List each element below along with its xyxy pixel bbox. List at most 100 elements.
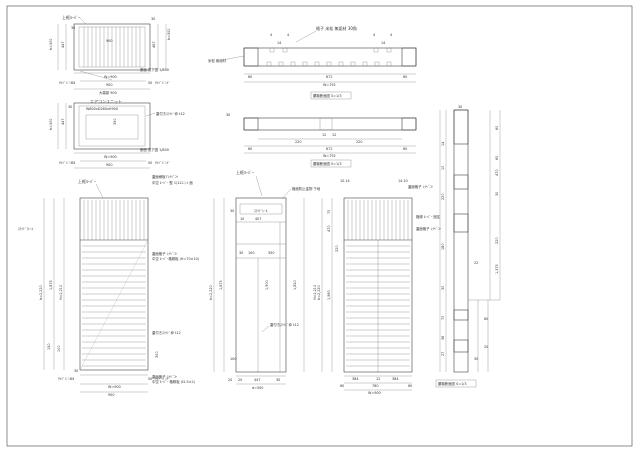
mid-plan-detail-note: 断面 見下図 1/800 — [140, 147, 169, 152]
front-elev-lock-label: 蓋付きｽﾗｲﾄﾞ枠 t12 — [152, 330, 181, 335]
top-section-dim-d: 4 — [373, 33, 375, 37]
far-section-title: 腰機断面図 S=1/3 — [438, 381, 466, 386]
mid-plan-dim-30: 30 — [68, 105, 72, 109]
top-plan-dim-width: W=900 — [104, 75, 117, 79]
mid-plan-note-left: ｻｲﾄﾞﾊﾞﾝﾄﾞ — [59, 160, 74, 165]
side-elev-dim-407: 407 — [255, 217, 261, 221]
side-elev-dim-bottom-30: 30 — [276, 378, 280, 382]
front-elev-louver-label2: 中空 ﾙｰﾊﾞｰ格縁板 (H=70×10) — [152, 256, 200, 261]
top-plan-slats — [83, 27, 141, 67]
front-elev-louver-label: 蓋面格子 ｼﾅﾍﾞﾆﾔ — [152, 251, 177, 256]
ac-unit-label: エアコンユニット — [90, 99, 122, 104]
side-elev-dim-mid-350: 350 — [268, 251, 274, 255]
front-elev-dim-100: 100 — [57, 346, 61, 352]
top-plan-outline — [73, 23, 151, 71]
top-section-dim-total: W=792 — [323, 83, 336, 87]
mid-section-dim-12a: 12 — [322, 133, 326, 137]
side-elev-dim-h-total: h=2,220 — [209, 285, 213, 300]
top-section-dim-c: 4 — [287, 33, 289, 37]
right-elev-top-label3: 蓋面格子 ｼﾅﾍﾞﾆﾔ — [408, 184, 433, 189]
side-elev-dim-d: d=500 — [252, 386, 263, 390]
top-section-lattice — [266, 47, 392, 67]
mid-plan-hinge-label: 蓋付きｽﾗｲﾄﾞ枠 t12 — [156, 111, 185, 116]
front-elev-note-left: ｻｲﾄﾞﾊﾞﾝﾄﾞ — [58, 376, 73, 381]
right-elev-top-label1: 格縁 ﾙｰﾊﾞｰ 固定 — [416, 214, 441, 219]
front-elev-top-slats — [83, 200, 145, 240]
far-section-dim-60a: 60 — [495, 126, 499, 130]
top-plan-dim-h-right: h=300 — [167, 29, 171, 40]
right-elev-dim-470: 470 — [327, 226, 331, 232]
right-elev-dim-384-right: 384 — [392, 377, 398, 381]
mid-section-view: 30 12 12 220 220 60 672 60 W=792 腰機断面図 S… — [226, 113, 417, 168]
front-elev-dim-300: 300 — [155, 352, 159, 358]
far-section-dim-30-top: 30 — [458, 105, 462, 109]
top-section-label: 格子 米松 無垢材 30角 — [316, 25, 357, 31]
top-section-left-label: 米松 無垢材 — [208, 58, 227, 63]
mid-plan-dim-outer: 900 — [106, 163, 112, 167]
front-elev-dim-14: 14 — [70, 377, 74, 381]
mid-plan-dim-width: W=900 — [104, 155, 117, 159]
side-elev-outline — [235, 197, 287, 373]
front-elev-bottom-label: 蓋面格子 ｼﾅﾍﾞﾆﾔ — [152, 374, 177, 379]
front-elev-bottom-label2: 中空 ﾙｰﾊﾞｰ 格縁板 (t2.5×2) — [152, 379, 196, 384]
front-elev-dim-30: 30 — [74, 369, 78, 373]
right-elev-louvers — [346, 245, 410, 367]
front-elev-side-label: ｽﾗｲﾄﾞﾌﾚｰﾑ — [18, 226, 34, 231]
top-section-dim-e: 14 — [381, 41, 385, 45]
top-section-dim-672: 672 — [326, 75, 332, 79]
side-elev-dim-h-inner2: 1,820 — [293, 280, 297, 290]
mid-plan-dim-447: 447 — [61, 119, 65, 125]
mid-section-dim-60-right: 60 — [403, 147, 407, 151]
right-elev-dim-780: 780 — [372, 384, 378, 388]
mid-section-outline — [243, 117, 417, 131]
top-plan-note-left: ｻｲﾄﾞﾊﾞﾝﾄﾞ — [59, 80, 74, 85]
far-section-dim-220b: 220 — [441, 194, 445, 200]
right-elev-dim-60-left: 60 — [340, 384, 344, 388]
side-elev-dim-447: 447 — [254, 378, 260, 382]
top-plan-inner-label: 大端部 900 — [99, 90, 117, 95]
far-section-dim-30b: 30 — [441, 286, 445, 290]
top-plan-view: 上框ﾙｰﾊﾞｰ 900 h=300 447 30 467 h=300 30 — [49, 14, 171, 95]
mid-section-dim-60-left: 60 — [248, 147, 252, 151]
front-elev-louvers — [79, 239, 149, 371]
side-elevation-view: 上框ﾙｰﾊﾞｰ 格面防止金物 下地 ｽﾗｲﾄﾞﾚｰﾙ 10 407 30 100… — [209, 169, 321, 390]
mid-section-dim-12b: 12 — [332, 133, 336, 137]
far-section-dim-1375: 1,375 — [495, 264, 499, 274]
mid-section-dim-220-right: 220 — [356, 140, 362, 144]
right-elev-dim-70: 70 — [327, 210, 331, 214]
ac-unit-box — [85, 114, 139, 140]
mid-plan-dim-14: 14 — [71, 161, 75, 165]
top-section-dim-a: 4 — [270, 33, 272, 37]
side-elev-dim-10: 10 — [240, 217, 244, 221]
far-section-view: 30 60 60 470 30 220 1,375 14 10 220 180 … — [435, 105, 501, 388]
front-elev-top-label: 上框ﾙｰﾊﾞｰ — [78, 178, 96, 184]
front-elev-cap-label: 蓋面様板7ｼﾅﾍﾞﾆﾔ — [152, 174, 178, 179]
mid-section-dim-220-left: 220 — [295, 140, 301, 144]
mid-plan-outline — [73, 102, 151, 150]
front-elev-outline — [79, 197, 149, 371]
mid-section-dim-672: 672 — [326, 147, 332, 151]
front-elev-dim-width: W=900 — [108, 385, 121, 389]
side-elev-inner-label: ｽﾗｲﾄﾞﾚｰﾙ — [254, 208, 268, 213]
far-section-dim-27: 27 — [441, 352, 445, 356]
right-elev-dim-60-right: 60 — [408, 384, 412, 388]
far-section-dim-36: 36 — [441, 336, 445, 340]
ac-unit-size: W800xD260xH900 — [86, 107, 118, 111]
top-section-title: 腰機断面図 S=1/3 — [313, 93, 341, 98]
top-section-view: 格子 米松 無垢材 30角 4 14 4 4 14 4 米松 無垢材 60 67… — [208, 25, 417, 100]
top-section-dim-b: 14 — [277, 41, 281, 45]
side-elev-dim-h-mid: 1,875 — [219, 280, 223, 290]
far-section-dim-14: 14 — [441, 142, 445, 146]
right-elev-dim-top-right: 14.10 — [398, 179, 408, 183]
right-elev-dim-220: 220 — [335, 246, 339, 252]
side-elev-rail-label: 格面防止金物 下地 — [292, 186, 321, 191]
side-elev-dim-mid-30: 30 — [239, 251, 243, 255]
top-section-dim-60-left: 60 — [248, 75, 252, 79]
mid-section-title: 腰機断面図 S=1/3 — [313, 161, 341, 166]
right-elev-top-label2: 蓋面格子 ｼﾅﾍﾞﾆﾔ — [416, 226, 441, 231]
side-elev-dim-mid-100: 100 — [248, 251, 254, 255]
mid-section-dim-total: W=792 — [323, 154, 336, 158]
right-elev-dim-12: 12 — [376, 377, 380, 381]
